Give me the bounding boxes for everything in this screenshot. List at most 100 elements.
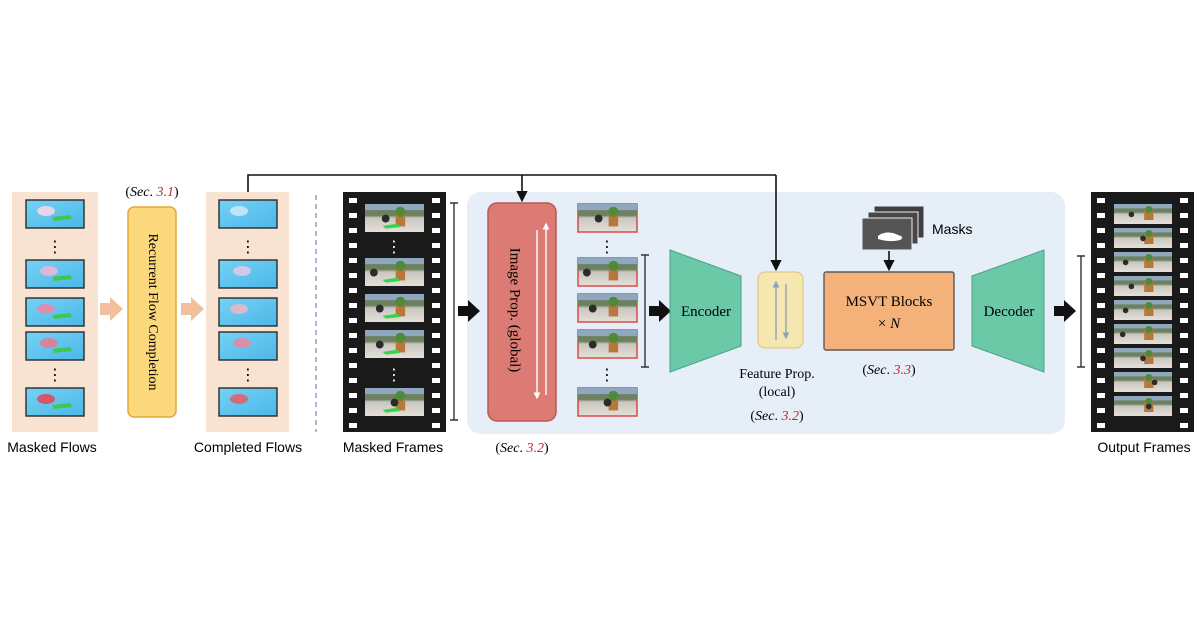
sprocket-hole bbox=[349, 423, 357, 428]
output-frames-sprocket-holes bbox=[1097, 198, 1188, 428]
frame-thumbnail bbox=[577, 203, 638, 233]
sprocket-hole bbox=[349, 213, 357, 218]
sprocket-hole bbox=[349, 243, 357, 248]
sprocket-hole bbox=[432, 408, 440, 413]
fat-arrow-to-output bbox=[1054, 300, 1076, 322]
feature-prop-label-line1: Feature Prop. bbox=[739, 367, 814, 382]
frame-thumbnail bbox=[577, 293, 638, 323]
sec-3-1-label: (Sec. 3.1) bbox=[125, 185, 179, 200]
frame-thumbnail bbox=[365, 388, 424, 416]
propagated-frame-thumbnails bbox=[577, 203, 638, 417]
sprocket-hole bbox=[1097, 273, 1105, 278]
frame-thumbnail bbox=[577, 329, 638, 359]
sprocket-hole bbox=[349, 288, 357, 293]
sprocket-hole bbox=[1097, 288, 1105, 293]
sprocket-hole bbox=[1180, 258, 1188, 263]
feature-prop-local-module bbox=[757, 271, 804, 349]
sprocket-hole bbox=[1180, 408, 1188, 413]
fat-arrow-to-image-prop bbox=[458, 300, 480, 322]
frame-thumbnail bbox=[577, 387, 638, 417]
sprocket-hole bbox=[1097, 303, 1105, 308]
frame-thumbnail bbox=[365, 294, 424, 322]
masked-flow-thumbnails bbox=[25, 199, 85, 417]
flow-thumbnail bbox=[218, 331, 278, 361]
sprocket-hole bbox=[1180, 243, 1188, 248]
sprocket-hole bbox=[1180, 213, 1188, 218]
frame-thumbnail bbox=[577, 257, 638, 287]
image-prop-label: Image Prop. (global) bbox=[507, 248, 523, 373]
flow-thumbnail bbox=[218, 259, 278, 289]
prop-frames-bracket bbox=[641, 254, 649, 368]
masked-frames-ellipsis-2: ⋮ bbox=[386, 367, 402, 384]
flow-thumbnail bbox=[218, 387, 278, 417]
sprocket-hole bbox=[349, 198, 357, 203]
sprocket-hole bbox=[1180, 423, 1188, 428]
sprocket-hole bbox=[349, 378, 357, 383]
frame-thumbnail bbox=[1114, 252, 1172, 272]
sprocket-hole bbox=[1097, 228, 1105, 233]
sec-3-3-label: (Sec. 3.3) bbox=[862, 363, 916, 378]
sprocket-hole bbox=[1097, 333, 1105, 338]
masks-stack-icon bbox=[861, 205, 925, 251]
frame-thumbnail bbox=[1114, 228, 1172, 248]
msvt-blocks-module bbox=[823, 271, 955, 351]
masked-frames-bracket bbox=[450, 202, 458, 421]
masked-flows-label: Masked Flows bbox=[7, 439, 96, 455]
sprocket-hole bbox=[432, 333, 440, 338]
sprocket-hole bbox=[1097, 363, 1105, 368]
fat-arrow-to-encoder bbox=[649, 300, 671, 322]
frame-thumbnail bbox=[1114, 348, 1172, 368]
sprocket-hole bbox=[349, 393, 357, 398]
sprocket-hole bbox=[1097, 408, 1105, 413]
sprocket-hole bbox=[1097, 393, 1105, 398]
sprocket-hole bbox=[1180, 318, 1188, 323]
flow-thumbnail bbox=[25, 199, 85, 229]
sprocket-hole bbox=[1097, 258, 1105, 263]
sprocket-hole bbox=[432, 348, 440, 353]
masked-frames-sprocket-holes bbox=[349, 198, 440, 428]
orange-arrow-2 bbox=[181, 297, 204, 321]
masked-frames-ellipsis-1: ⋮ bbox=[386, 239, 402, 256]
sec-3-2-feature-label: (Sec. 3.2) bbox=[750, 409, 804, 424]
completed-flow-thumbnails bbox=[218, 199, 278, 417]
completed-flows-ellipsis-2: ⋮ bbox=[240, 367, 256, 384]
prop-frames-ellipsis-2: ⋮ bbox=[599, 367, 615, 384]
flow-thumbnail bbox=[25, 387, 85, 417]
sprocket-hole bbox=[1180, 393, 1188, 398]
sec-3-2-image-label: (Sec. 3.2) bbox=[495, 441, 549, 456]
sprocket-hole bbox=[1097, 348, 1105, 353]
sprocket-hole bbox=[1180, 273, 1188, 278]
encoder-module bbox=[669, 249, 742, 373]
sprocket-hole bbox=[1180, 303, 1188, 308]
sprocket-hole bbox=[432, 198, 440, 203]
sprocket-hole bbox=[432, 273, 440, 278]
sprocket-hole bbox=[349, 303, 357, 308]
sprocket-hole bbox=[349, 318, 357, 323]
decoder-label: Decoder bbox=[984, 304, 1035, 320]
encoder-label: Encoder bbox=[681, 304, 731, 320]
recurrent-flow-completion-module bbox=[127, 206, 177, 418]
sprocket-hole bbox=[1180, 288, 1188, 293]
sprocket-hole bbox=[1180, 198, 1188, 203]
output-frame-thumbnails bbox=[1114, 204, 1172, 416]
output-frames-bracket bbox=[1077, 255, 1085, 368]
sprocket-hole bbox=[432, 303, 440, 308]
frame-thumbnail bbox=[1114, 204, 1172, 224]
sprocket-hole bbox=[349, 408, 357, 413]
flow-thumbnail bbox=[25, 331, 85, 361]
sprocket-hole bbox=[1180, 228, 1188, 233]
prop-frames-ellipsis-1: ⋮ bbox=[599, 239, 615, 256]
decoder-module bbox=[971, 249, 1045, 373]
sprocket-hole bbox=[432, 288, 440, 293]
msvt-times-n-label: × N bbox=[878, 316, 901, 332]
sprocket-hole bbox=[1097, 378, 1105, 383]
sprocket-hole bbox=[349, 333, 357, 338]
sprocket-hole bbox=[1180, 363, 1188, 368]
sprocket-hole bbox=[432, 258, 440, 263]
sprocket-hole bbox=[1180, 333, 1188, 338]
sprocket-hole bbox=[432, 393, 440, 398]
sprocket-hole bbox=[349, 363, 357, 368]
sprocket-hole bbox=[432, 243, 440, 248]
orange-arrow-1 bbox=[100, 297, 123, 321]
masked-frame-thumbnails bbox=[365, 204, 424, 416]
